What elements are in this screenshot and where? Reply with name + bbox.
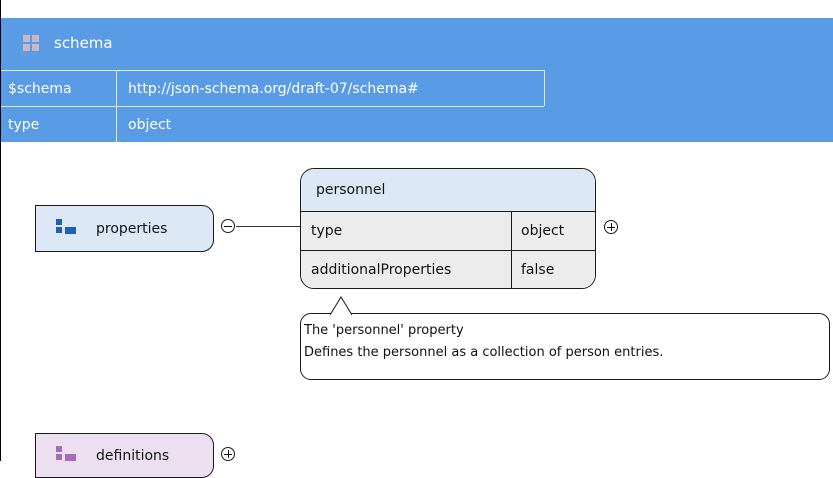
annotation-line: Defines the personnel as a collection of… <box>304 345 664 360</box>
callout-tail <box>330 296 352 316</box>
schema-row-schema: $schema http://json-schema.org/draft-07/… <box>1 70 544 107</box>
diagram-border <box>0 0 1 461</box>
minus-circle-icon[interactable] <box>221 219 235 233</box>
personnel-row-additional: additionalProperties false <box>301 251 595 288</box>
plus-circle-icon[interactable] <box>221 447 235 461</box>
schema-row-value: object <box>128 116 172 133</box>
personnel-row-type: type object <box>301 212 595 251</box>
schema-row-key: $schema <box>1 71 117 106</box>
definitions-label: definitions <box>96 447 170 464</box>
grid-icon <box>23 34 40 52</box>
personnel-row-key: additionalProperties <box>301 251 512 288</box>
schema-row-type: type object <box>1 106 544 142</box>
schema-row-key: type <box>1 107 117 142</box>
properties-label: properties <box>96 220 168 237</box>
definitions-icon <box>56 445 76 466</box>
header-divider <box>544 70 545 106</box>
annotation-callout: The 'personnel' property Defines the per… <box>300 313 830 380</box>
schema-row-value: http://json-schema.org/draft-07/schema# <box>128 80 419 97</box>
personnel-title: personnel <box>301 169 595 212</box>
annotation-line: The 'personnel' property <box>304 323 464 338</box>
connector-line <box>236 226 301 227</box>
schema-title: schema <box>54 34 113 52</box>
personnel-row-key: type <box>301 212 512 250</box>
schema-header: schema $schema http://json-schema.org/dr… <box>1 18 833 142</box>
personnel-row-value: false <box>521 262 555 278</box>
properties-node[interactable]: properties <box>35 205 214 252</box>
personnel-row-value: object <box>521 223 565 239</box>
definitions-node[interactable]: definitions <box>35 433 214 478</box>
personnel-node[interactable]: personnel type object additionalProperti… <box>300 168 596 289</box>
schema-title-row[interactable]: schema <box>1 28 113 58</box>
properties-icon <box>56 218 76 239</box>
plus-circle-icon[interactable] <box>604 220 618 234</box>
